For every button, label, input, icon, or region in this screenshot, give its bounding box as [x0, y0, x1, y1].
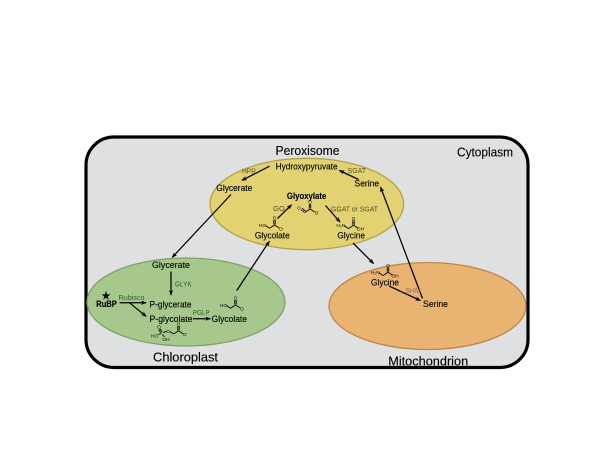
svg-text:O: O — [157, 325, 161, 331]
svg-text:O: O — [315, 211, 319, 217]
svg-text:RuBP: RuBP — [96, 299, 117, 310]
svg-text:PGLP: PGLP — [193, 309, 210, 317]
svg-text:H₂N: H₂N — [371, 270, 380, 276]
svg-text:O: O — [183, 332, 187, 338]
svg-text:P-glycerate: P-glycerate — [150, 299, 192, 309]
svg-text:HO: HO — [220, 303, 227, 309]
svg-text:O: O — [177, 322, 181, 328]
svg-text:OH: OH — [357, 227, 365, 233]
svg-text:OH: OH — [391, 274, 399, 280]
svg-text:Mitochondrion: Mitochondrion — [388, 353, 468, 368]
svg-text:O: O — [166, 329, 170, 335]
svg-text:O: O — [297, 206, 301, 212]
svg-text:SHM: SHM — [405, 286, 420, 295]
svg-text:O: O — [386, 263, 390, 269]
svg-text:Glyoxylate: Glyoxylate — [287, 190, 327, 201]
svg-text:O: O — [352, 216, 356, 222]
svg-text:Serine: Serine — [423, 299, 448, 309]
svg-text:HO: HO — [151, 334, 158, 340]
svg-text:O: O — [308, 200, 312, 206]
svg-text:★: ★ — [101, 290, 111, 302]
svg-text:H₂N: H₂N — [336, 223, 345, 229]
svg-text:Rubisco: Rubisco — [119, 293, 145, 302]
svg-text:SGAT: SGAT — [348, 166, 367, 175]
svg-text:Cytoplasm: Cytoplasm — [457, 145, 513, 160]
svg-text:Glycine: Glycine — [371, 277, 399, 287]
svg-text:HPR: HPR — [242, 168, 256, 175]
svg-text:O: O — [240, 307, 244, 313]
svg-text:Glycolate: Glycolate — [212, 314, 248, 324]
svg-text:Chloroplast: Chloroplast — [153, 349, 218, 364]
svg-text:GLYK: GLYK — [175, 281, 192, 289]
svg-text:GGAT or SGAT: GGAT or SGAT — [331, 204, 379, 213]
svg-text:Peroxisome: Peroxisome — [276, 144, 340, 158]
svg-text:HO: HO — [259, 223, 266, 229]
svg-text:O: O — [279, 227, 283, 233]
svg-text:Glycerate: Glycerate — [152, 260, 190, 270]
svg-text:Glycine: Glycine — [337, 230, 365, 240]
svg-text:Serine: Serine — [355, 178, 380, 188]
svg-text:Glycerate: Glycerate — [216, 183, 252, 193]
svg-text:O: O — [273, 216, 277, 222]
svg-text:O: O — [234, 296, 238, 302]
svg-text:Glycolate: Glycolate — [255, 230, 290, 240]
svg-text:Hydroxypyruvate: Hydroxypyruvate — [276, 161, 338, 171]
svg-text:GO: GO — [273, 204, 285, 213]
svg-text:OH: OH — [162, 337, 170, 343]
svg-text:P-glycolate: P-glycolate — [150, 314, 193, 324]
